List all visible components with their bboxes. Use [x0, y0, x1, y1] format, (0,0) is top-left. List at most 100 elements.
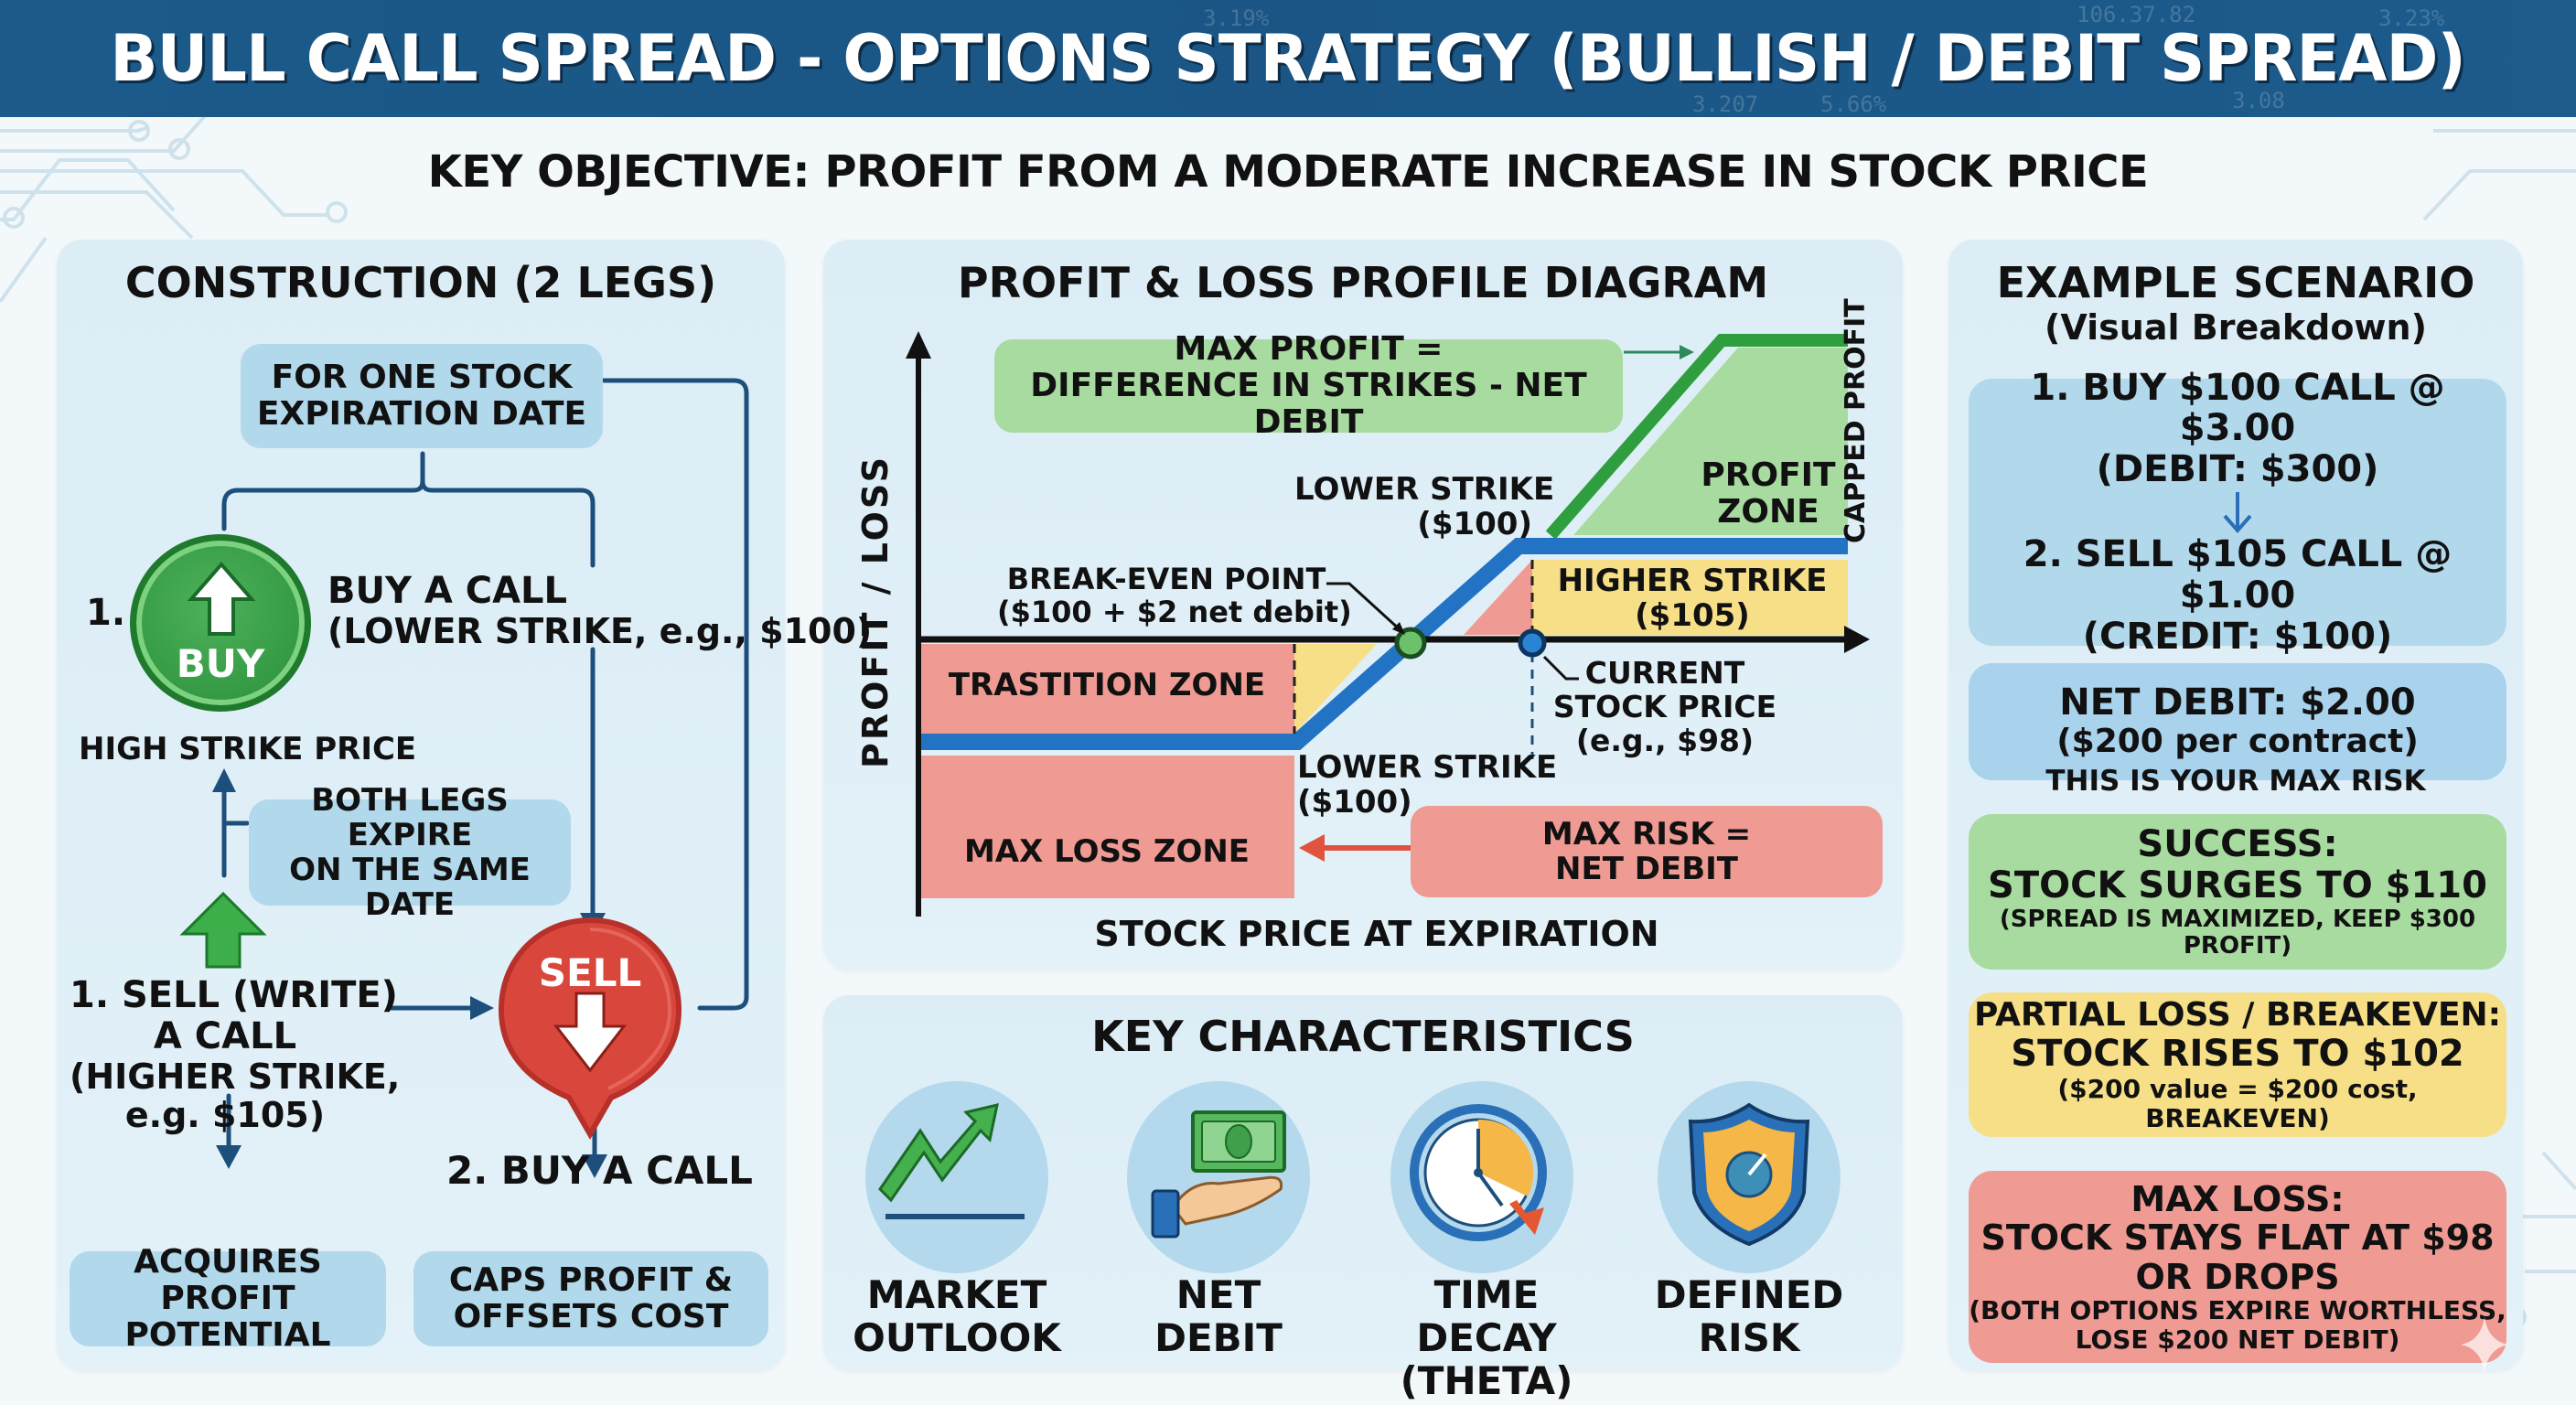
price-line: (e.g., $98): [1575, 722, 1755, 758]
box-line: CAPS PROFIT &: [448, 1260, 734, 1299]
higher-strike-label: HIGHER STRIKE ($105): [1546, 563, 1839, 633]
callout-line: MAX RISK =: [1541, 815, 1752, 853]
stock-expiration-box: FOR ONE STOCK EXPIRATION DATE: [241, 344, 603, 448]
strike-line: ($100): [1297, 784, 1412, 821]
sell-line: (HIGHER STRIKE,: [70, 1056, 401, 1097]
sell-line: A CALL: [153, 1014, 297, 1057]
caps-profit-box: CAPS PROFIT & OFFSETS COST: [413, 1251, 768, 1346]
transition-zone-label: TRASTITION ZONE: [948, 667, 1266, 703]
strike-line: ($100): [1417, 506, 1532, 543]
buy-badge: BUY: [130, 534, 311, 712]
sell-label: SELL: [538, 950, 642, 995]
box-line: POTENTIAL: [124, 1316, 331, 1355]
callout-line: MAX PROFIT =: [1174, 329, 1444, 368]
net-debit-line: ($200 per contract): [2056, 723, 2419, 761]
trade-line: 1. BUY $100 CALL @ $3.00: [2030, 366, 2445, 450]
label-line: (THETA): [1400, 1358, 1573, 1404]
box-line: ON THE SAME DATE: [289, 852, 531, 924]
sparkle-icon: [2461, 1317, 2508, 1372]
max-risk-callout: MAX RISK = NET DEBIT: [1411, 806, 1883, 897]
box-line: OFFSETS COST: [453, 1298, 729, 1335]
zone-line: ZONE: [1717, 493, 1819, 531]
clock-time-decay-icon: [1410, 1104, 1547, 1241]
partial-line: ($200 value = $200 cost, BREAKEVEN): [2057, 1074, 2418, 1133]
box-line: ACQUIRES PROFIT: [134, 1242, 322, 1317]
leg1-description: BUY A CALL (LOWER STRIKE, e.g., $100): [327, 571, 872, 650]
max-loss-line: STOCK STAYS FLAT AT $98: [1980, 1217, 2495, 1259]
max-loss-line: OR DROPS: [2135, 1256, 2340, 1297]
arrow-up-icon: [187, 561, 256, 636]
construction-title: CONSTRUCTION (2 LEGS): [124, 258, 717, 307]
current-price-label: CURRENT STOCK PRICE (e.g., $98): [1546, 655, 1784, 758]
partial-line: PARTIAL LOSS / BREAKEVEN:: [1973, 996, 2502, 1035]
characteristic-label: MARKET OUTLOOK: [838, 1273, 1076, 1359]
y-axis-arrow-icon: [906, 331, 931, 359]
pnl-title: PROFIT & LOSS PROFILE DIAGRAM: [957, 258, 1769, 307]
characteristic-label: NET DEBIT: [1100, 1273, 1337, 1359]
leg1-strike: (LOWER STRIKE, e.g., $100): [327, 610, 873, 651]
max-loss-zone-label: MAX LOSS ZONE: [963, 833, 1250, 870]
key-objective: KEY OBJECTIVE: PROFIT FROM A MODERATE IN…: [427, 146, 2149, 198]
ticker-value: 106.37.82: [2077, 2, 2196, 27]
break-even-line: BREAK-EVEN POINT: [1006, 562, 1326, 596]
break-even-label: BREAK-EVEN POINT ($100 + $2 net debit): [997, 562, 1352, 629]
buy-label: BUY: [176, 641, 265, 686]
max-profit-callout: MAX PROFIT = DIFFERENCE IN STRIKES - NET…: [994, 330, 1623, 441]
price-line: STOCK PRICE: [1552, 688, 1777, 724]
high-strike-label: HIGH STRIKE PRICE: [79, 731, 417, 767]
sell-line: 1. SELL (WRITE): [70, 974, 398, 1016]
box-line: EXPIRATION DATE: [256, 395, 587, 433]
label-line: DEBIT: [1154, 1315, 1283, 1361]
characteristic-label: TIME DECAY (THETA): [1363, 1273, 1610, 1402]
max-loss-line: LOSE $200 NET DEBIT): [2075, 1324, 2400, 1355]
label-line: RISK: [1698, 1315, 1800, 1361]
label-line: MARKET: [866, 1272, 1047, 1317]
label-line: OUTLOOK: [853, 1315, 1061, 1361]
ticker-value: 3.19%: [1203, 5, 1270, 31]
ticker-value: 3.207: [1692, 91, 1759, 117]
box-line: BOTH LEGS EXPIRE: [311, 781, 509, 853]
sell-badge: [498, 917, 682, 1141]
hand-with-money-icon: [1151, 1110, 1286, 1239]
break-even-line: ($100 + $2 net debit): [997, 594, 1352, 629]
trade-line: (CREDIT: $100): [2082, 615, 2393, 658]
partial-loss-box: PARTIAL LOSS / BREAKEVEN: STOCK RISES TO…: [1969, 992, 2506, 1137]
x-axis-label: STOCK PRICE AT EXPIRATION: [1094, 914, 1659, 954]
sell-call-description: 1. SELL (WRITE) A CALL (HIGHER STRIKE, e…: [70, 974, 401, 1136]
max-loss-line: (BOTH OPTIONS EXPIRE WORTHLESS,: [1969, 1295, 2506, 1326]
label-line: DEFINED: [1654, 1272, 1844, 1317]
arrow-down-icon: [2223, 492, 2252, 534]
acquires-profit-box: ACQUIRES PROFIT POTENTIAL: [70, 1243, 386, 1354]
callout-line: DIFFERENCE IN STRIKES - NET DEBIT: [1030, 366, 1587, 442]
ticker-value: 5.66%: [1820, 91, 1887, 117]
success-box: SUCCESS: STOCK SURGES TO $110 (SPREAD IS…: [1969, 814, 2506, 970]
success-line: STOCK SURGES TO $110: [1988, 863, 2487, 906]
trade-line: 2. SELL $105 CALL @ $1.00: [2023, 533, 2453, 617]
title-banner: 3.19% 106.37.82 3.23% 3.207 5.66% 3.08 B…: [0, 0, 2576, 117]
max-loss-line: MAX LOSS:: [2131, 1178, 2345, 1219]
net-debit-line: NET DEBIT: $2.00: [2059, 681, 2416, 724]
green-arrow-up-icon: [179, 891, 267, 969]
scenario-title: EXAMPLE SCENARIO: [1996, 258, 2475, 307]
lower-strike-bottom-label: LOWER STRIKE ($100): [1297, 750, 1557, 820]
break-even-marker: [1394, 627, 1427, 660]
sell-line: e.g. $105): [124, 1095, 326, 1136]
leg1-action: BUY A CALL: [327, 570, 568, 612]
ticker-value: 3.23%: [2378, 5, 2445, 31]
trade-line: (DEBIT: $300): [2096, 448, 2379, 491]
characteristic-label: DEFINED RISK: [1630, 1273, 1868, 1359]
lower-strike-top-label: LOWER STRIKE ($100): [1294, 472, 1554, 543]
trade-legs-box: 1. BUY $100 CALL @ $3.00 (DEBIT: $300) 2…: [1969, 367, 2506, 657]
partial-line: STOCK RISES TO $102: [2011, 1033, 2464, 1076]
success-line: SUCCESS:: [2137, 823, 2338, 866]
zone-line: PROFIT: [1701, 456, 1836, 494]
ticker-value: 3.08: [2232, 88, 2285, 113]
profit-zone-label: PROFIT ZONE: [1690, 456, 1846, 531]
arrow-down-icon: [553, 992, 628, 1073]
x-axis-arrow-icon: [1844, 626, 1870, 653]
shield-icon: [1688, 1102, 1810, 1247]
price-line: CURRENT: [1584, 655, 1745, 691]
both-legs-expire-box: BOTH LEGS EXPIRE ON THE SAME DATE: [249, 783, 571, 922]
y-axis-label: PROFIT / LOSS: [855, 455, 896, 768]
